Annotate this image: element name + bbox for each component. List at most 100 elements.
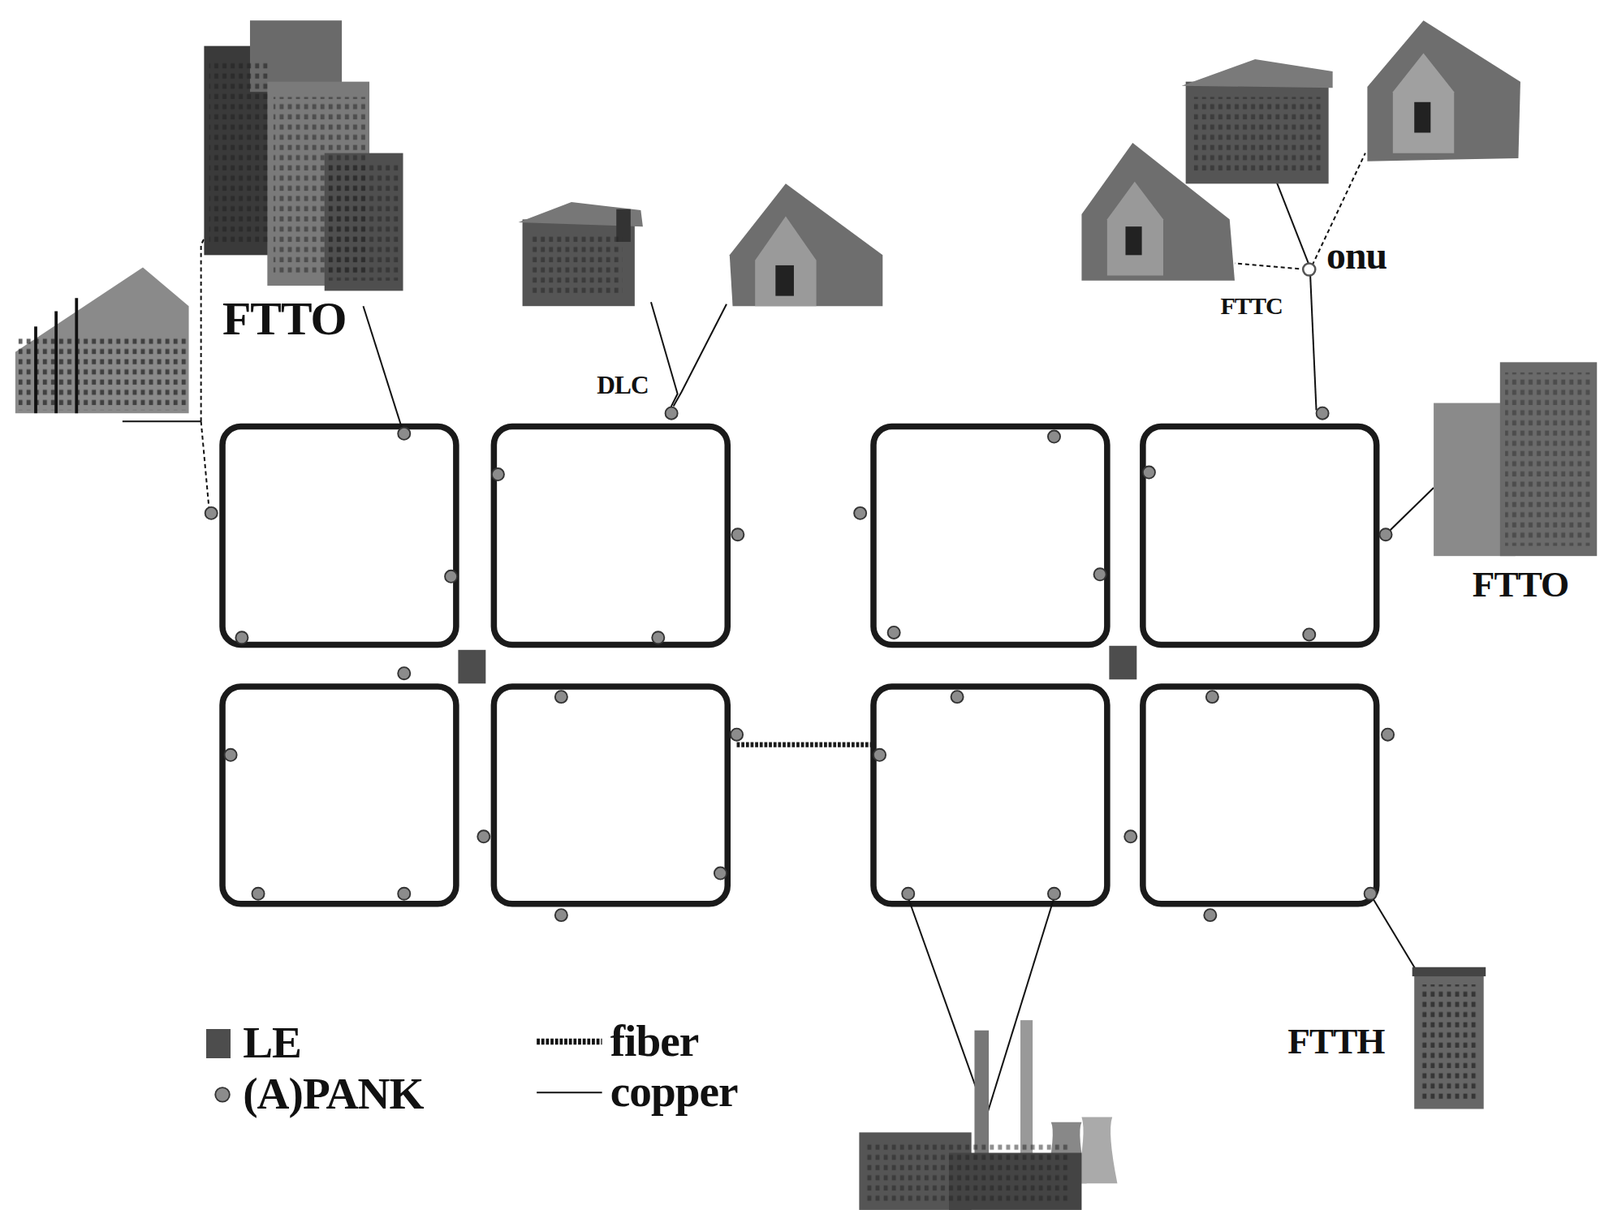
legend-text: fiber [610, 1018, 699, 1064]
access-type-label: FTTH [1287, 1023, 1385, 1061]
pank-dot [1142, 466, 1156, 479]
access-type-label: DLC [596, 372, 648, 398]
building-block [1500, 362, 1597, 557]
windows [1420, 984, 1478, 1103]
cooling-tower [1076, 1117, 1117, 1185]
pank-dot [1206, 690, 1219, 703]
fiber-ring [493, 426, 728, 646]
windows [865, 1140, 1070, 1202]
legend-text: (A)PANK [242, 1071, 423, 1117]
column [34, 326, 38, 414]
pank-dot [224, 749, 238, 762]
pank-dot [1316, 407, 1329, 420]
house [518, 202, 643, 307]
fiber-ring [222, 686, 457, 905]
fiber-ring [222, 426, 457, 646]
door [1414, 102, 1431, 134]
pank-dot [1203, 909, 1217, 922]
pank-dot [444, 570, 458, 583]
pank-dot [555, 909, 568, 922]
copper-line [201, 234, 207, 422]
house-body [1185, 81, 1329, 185]
copper-line [1389, 487, 1434, 531]
office-building [1433, 362, 1597, 557]
house-gable [754, 216, 816, 307]
pank-dot [555, 690, 568, 703]
windows [209, 61, 271, 246]
fiber-ring [873, 686, 1108, 905]
access-type-label: onu [1326, 236, 1387, 276]
house-gable [1392, 52, 1454, 153]
office-building [15, 267, 190, 414]
access-type-label: FTTC [1220, 293, 1282, 319]
building-block [203, 46, 276, 256]
house-body [1367, 20, 1521, 161]
onu-node [1302, 263, 1316, 276]
copper-line [908, 897, 985, 1113]
building-block [324, 153, 404, 292]
access-type-label: FTTO [1472, 566, 1569, 604]
pank-dot [1124, 830, 1137, 843]
pank-dot [1302, 628, 1316, 641]
factory [858, 1020, 1117, 1210]
pank-dot [251, 888, 264, 901]
windows [1505, 372, 1592, 547]
copper-lines [122, 153, 1434, 1113]
pank-dot [665, 407, 678, 420]
column [54, 310, 58, 414]
pank-dot [951, 690, 964, 703]
copper-line [1310, 273, 1317, 410]
pank-dot [730, 728, 743, 742]
pank-dot [888, 626, 901, 639]
legend-dot [215, 1087, 230, 1103]
fiber-ring [1142, 686, 1377, 905]
house [729, 183, 884, 307]
pank-dot [397, 667, 410, 680]
copper-line [122, 420, 202, 423]
pank-dot [235, 631, 248, 644]
copper-line [201, 421, 210, 510]
local-exchange [457, 650, 486, 684]
house [1367, 20, 1521, 161]
copper-line [362, 306, 402, 429]
pank-dot [901, 888, 915, 901]
house-gable [1107, 181, 1164, 277]
pank-dot [1364, 888, 1377, 901]
door [775, 265, 794, 297]
pank-dot [1047, 431, 1061, 444]
legend-text: copper [610, 1069, 738, 1114]
local-exchange [1108, 646, 1137, 680]
fiber-rings [222, 426, 1377, 905]
pank-dot [853, 507, 867, 520]
pank-dot [1381, 728, 1394, 742]
windows [18, 336, 187, 411]
house-roof [1412, 967, 1487, 977]
pank-dot [491, 468, 505, 481]
pank-dots [205, 407, 1394, 923]
legend-text: LE [242, 1020, 302, 1066]
fiber-ring [1142, 426, 1377, 646]
pank-dot [397, 888, 410, 901]
column [74, 297, 78, 414]
door [1125, 226, 1142, 255]
townhouse [1412, 967, 1487, 1110]
house-roof [1181, 59, 1333, 88]
pank-dot [397, 427, 410, 440]
pank-dot [731, 528, 744, 541]
copper-line [651, 301, 678, 409]
windows [328, 163, 401, 281]
legend-fiber-line [536, 1039, 602, 1046]
pank-dot [205, 507, 218, 520]
access-type-label: FTTO [222, 295, 346, 343]
pank-dot [477, 830, 490, 843]
fiber-ring [493, 686, 728, 905]
pank-dot [873, 749, 886, 762]
pank-dot [1094, 568, 1107, 581]
house-body [1414, 974, 1484, 1110]
copper-line [1372, 897, 1421, 978]
windows [1194, 97, 1322, 174]
fiber-link [737, 742, 876, 748]
office-building [203, 20, 403, 291]
pank-dot [651, 631, 665, 644]
